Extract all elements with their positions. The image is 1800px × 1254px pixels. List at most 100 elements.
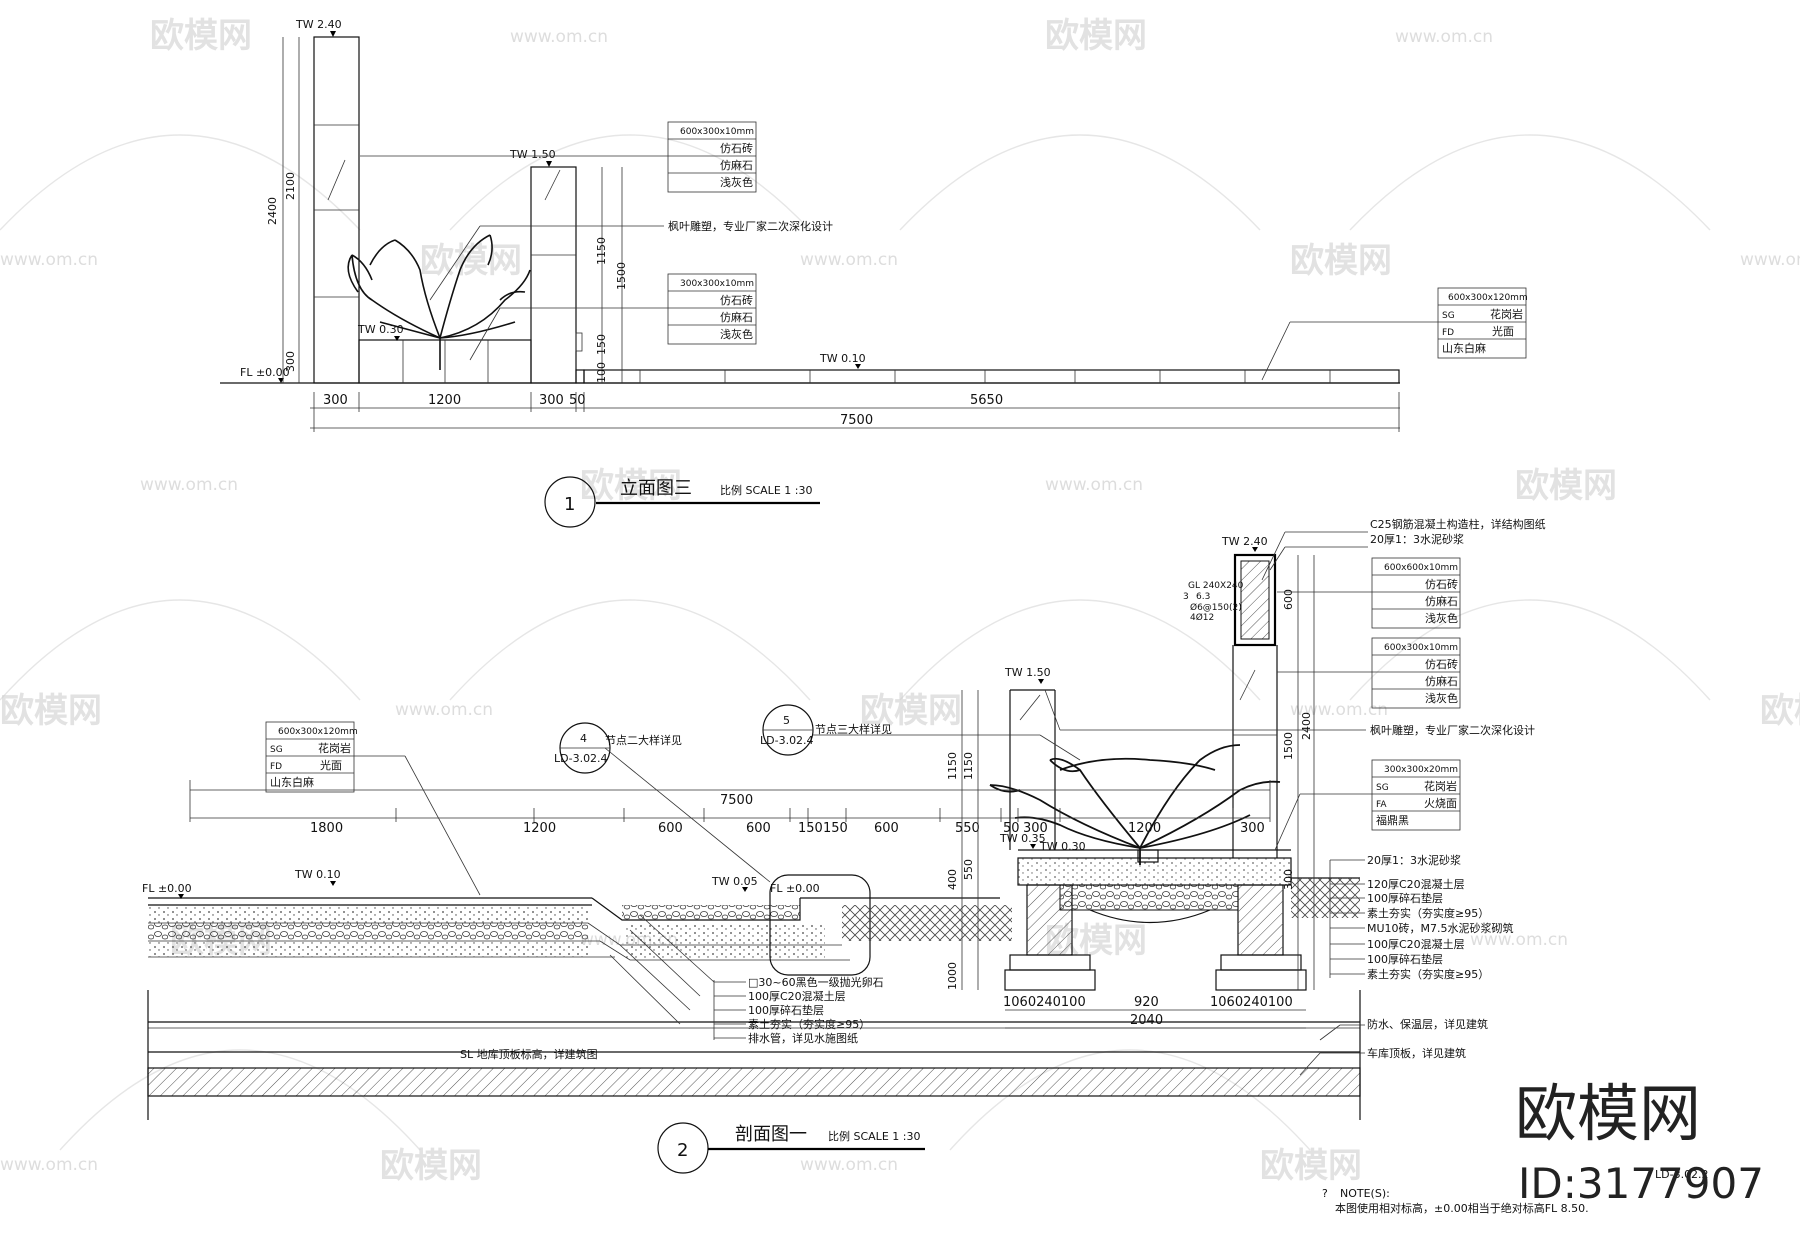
svg-text:FD: FD xyxy=(270,762,282,772)
watermark-url-text: www.om.cn xyxy=(1470,930,1568,950)
watermark-url-text: www.om.cn xyxy=(140,475,238,495)
elev-spec-tag-3: 600x300x120mm SG 花岗岩 FD 光面 山东白麻 xyxy=(1261,287,1528,381)
layer-callout-concrete100: 100厚C20混凝土层 xyxy=(1367,937,1465,951)
callout-garage-roof: 车库顶板，详见建筑 xyxy=(1367,1046,1466,1060)
column-rebar-1: 3 xyxy=(1183,592,1189,602)
sect-dim-1200b: 1200 xyxy=(1128,821,1161,836)
elev-dim-300a: 300 xyxy=(323,393,348,408)
callout-soil-mid: 素土夯实（夯实度≥95） xyxy=(748,1017,870,1031)
sect-dim-7500: 7500 xyxy=(720,793,753,808)
elev-tw-030: TW 0.30 xyxy=(357,323,404,336)
svg-text:LD-3.02.4: LD-3.02.4 xyxy=(760,734,814,747)
node-marker-5[interactable]: 5 LD-3.02.4 节点三大样详见 xyxy=(760,704,1081,761)
elev-dim-1150: 1150 xyxy=(595,237,608,265)
svg-text:花岗岩: 花岗岩 xyxy=(1424,779,1457,793)
sect-fl-000b: FL ±0.00 xyxy=(770,882,820,895)
svg-text:浅灰色: 浅灰色 xyxy=(1425,691,1458,705)
elev-fl-000: FL ±0.00 xyxy=(240,366,290,379)
watermark-logo-text: 欧模网 xyxy=(420,241,522,281)
sect-spec-tag-left: 600x300x120mm SG 花岗岩 FD 光面 山东白麻 xyxy=(265,721,481,896)
svg-text:福鼎黑: 福鼎黑 xyxy=(1376,813,1409,827)
svg-text:光面: 光面 xyxy=(1492,324,1514,338)
svg-text:LD-3.02.4: LD-3.02.4 xyxy=(554,752,608,765)
svg-text:光面: 光面 xyxy=(320,758,342,772)
sect-dim-600c: 600 xyxy=(874,821,899,836)
sect-dim-550: 550 xyxy=(955,821,980,836)
node-marker-4[interactable]: 4 LD-3.02.4 节点二大样详见 xyxy=(554,722,771,883)
elev-scale: 比例 SCALE 1 :30 xyxy=(720,483,812,497)
svg-text:600x300x120mm: 600x300x120mm xyxy=(278,727,358,737)
sect-dim-2040: 2040 xyxy=(1130,1013,1163,1028)
svg-text:仿麻石: 仿麻石 xyxy=(720,310,753,324)
maple-leaf-sculpture xyxy=(347,234,531,370)
sect-dim-400: 400 xyxy=(946,869,959,890)
elev-dim-1200: 1200 xyxy=(428,393,461,408)
svg-text:浅灰色: 浅灰色 xyxy=(1425,611,1458,625)
callout-pebbles: □30~60黑色一级抛光卵石 xyxy=(748,975,884,989)
svg-text:5: 5 xyxy=(783,714,790,727)
sect-tw-150: TW 1.50 xyxy=(1004,666,1051,679)
watermark-url-text: www.om.cn xyxy=(1395,27,1493,47)
layer-callout-concrete120: 120厚C20混凝土层 xyxy=(1367,877,1465,891)
sect-spec-tag-c: 300x300x20mm SG 花岗岩 FA 火烧面 福鼎黑 xyxy=(1274,759,1461,851)
maple-leaf-sculpture xyxy=(989,744,1281,865)
note-marker: ? xyxy=(1322,1187,1328,1200)
watermark-url-text: www.om.cn xyxy=(1740,250,1800,270)
layer-callout-mortar: 20厚1：3水泥砂浆 xyxy=(1367,853,1461,867)
elev-tw-150: TW 1.50 xyxy=(509,148,556,161)
svg-text:600x300x10mm: 600x300x10mm xyxy=(680,127,754,137)
layer-callout-compacted-soil: 素土夯实（夯实度≥95） xyxy=(1367,906,1489,920)
sect-scale: 比例 SCALE 1 :30 xyxy=(828,1129,920,1143)
elev-dim-150: 150 xyxy=(595,334,608,355)
svg-text:火烧面: 火烧面 xyxy=(1424,797,1457,810)
sect-dim-600a: 600 xyxy=(658,821,683,836)
elev-dim-7500: 7500 xyxy=(840,413,873,428)
svg-text:仿石砖: 仿石砖 xyxy=(720,293,753,307)
watermark-logo-text: 欧模网 xyxy=(1045,16,1147,56)
svg-text:山东白麻: 山东白麻 xyxy=(1442,341,1486,355)
sect-title-number: 2 xyxy=(677,1140,688,1161)
sect-dim-920: 920 xyxy=(1134,995,1159,1010)
sect-dim-300b: 300 xyxy=(1240,821,1265,836)
svg-text:FD: FD xyxy=(1442,328,1454,338)
svg-text:仿石砖: 仿石砖 xyxy=(1425,657,1458,671)
sect-dim-left-footing: 1060240100 xyxy=(1003,995,1086,1010)
sect-dim-1000: 1000 xyxy=(946,962,959,990)
section-drawing: TW 2.40 TW 1.50 TW 0.35 TW 0.30 TW 0.10 … xyxy=(142,517,1709,1181)
watermark-arcs xyxy=(0,134,1711,1151)
sect-tw-030: TW 0.30 xyxy=(1039,840,1086,853)
elev-dim-50: 50 xyxy=(569,393,586,408)
svg-text:300x300x10mm: 300x300x10mm xyxy=(680,279,754,289)
watermark-url-text: www.om.cn xyxy=(1290,700,1388,720)
elev-title-circle xyxy=(544,476,596,528)
watermark-logo-text: 欧模网 xyxy=(150,16,252,56)
sect-spec-tag-a: 600x600x10mm 仿石砖 仿麻石 浅灰色 xyxy=(1277,557,1461,629)
elev-dim-300: 300 xyxy=(284,351,297,372)
column-rebar-5: GL 240X240 xyxy=(1188,581,1244,591)
elev-tw-010: TW 0.10 xyxy=(819,352,866,365)
node4-label: 节点二大样详见 xyxy=(605,733,682,747)
sect-dim-1150b: 1150 xyxy=(962,752,975,780)
sect-dim-300a: 300 xyxy=(1023,821,1048,836)
sect-dim-300: 300 xyxy=(1282,869,1295,890)
layer-callout-gravel2: 100厚碎石垫层 xyxy=(1367,952,1443,966)
elev-title: 立面图三 xyxy=(620,478,692,499)
svg-text:SG: SG xyxy=(270,745,283,755)
callout-concrete100-mid: 100厚C20混凝土层 xyxy=(748,989,846,1003)
watermark-url-text: www.om.cn xyxy=(1045,475,1143,495)
elevation-drawing: TW 2.40 TW 1.50 TW 0.30 TW 0.10 FL ±0.00… xyxy=(220,18,1528,528)
callout-gravel-mid: 100厚碎石垫层 xyxy=(748,1003,824,1017)
sect-spec-tag-b: 600x300x10mm 仿石砖 仿麻石 浅灰色 xyxy=(1277,637,1461,709)
elev-spec-tag-1: 600x300x10mm 仿石砖 仿麻石 浅灰色 xyxy=(360,121,757,193)
svg-text:仿麻石: 仿麻石 xyxy=(720,158,753,172)
layer-callout-gravel: 100厚碎石垫层 xyxy=(1367,891,1443,905)
elev-dim-2100: 2100 xyxy=(284,172,297,200)
sect-tw-005: TW 0.05 xyxy=(711,875,758,888)
watermark-logo-text: 欧模网 xyxy=(580,466,682,506)
callout-c25-column: C25钢筋混凝土构造柱，详结构图纸 xyxy=(1370,517,1546,531)
svg-text:FA: FA xyxy=(1376,800,1387,810)
column-rebar-3: Ø6@150(2) xyxy=(1190,602,1242,613)
svg-text:山东白麻: 山东白麻 xyxy=(270,775,314,789)
watermark-url-text: www.om.cn xyxy=(395,700,493,720)
